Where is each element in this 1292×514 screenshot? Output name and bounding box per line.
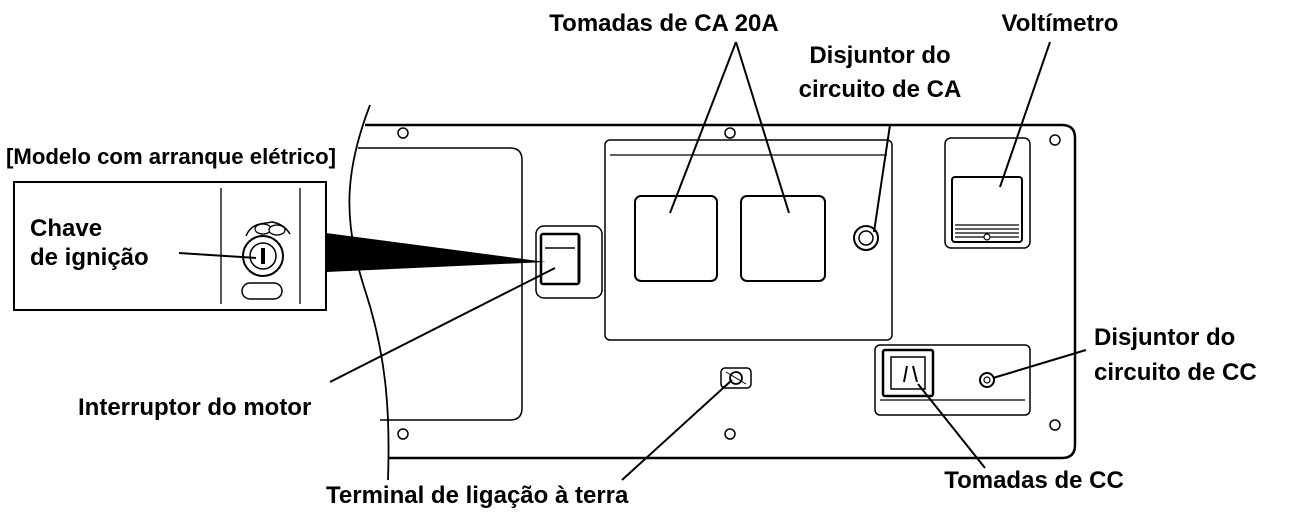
label-voltmeter: Voltímetro (1002, 10, 1119, 37)
label-dc-outlets: Tomadas de CC (944, 467, 1124, 494)
screw (724, 428, 736, 440)
label-engine-switch: Interruptor do motor (78, 394, 311, 421)
label-dc-breaker: Disjuntor do (1094, 324, 1235, 351)
label-ground-terminal: Terminal de ligação à terra (326, 482, 629, 509)
label-electric-start-model: [Modelo com arranque elétrico] (6, 144, 336, 169)
engine-switch (539, 232, 581, 286)
label-ac-breaker-2: circuito de CA (799, 76, 962, 103)
label-dc-breaker-2: circuito de CC (1094, 359, 1257, 386)
voltmeter-face (951, 176, 1023, 243)
ac-outlet-right (740, 195, 826, 282)
label-ac-breaker: Disjuntor do (809, 42, 950, 69)
panel-outline (365, 123, 1077, 460)
label-ignition-key: Chave (30, 215, 102, 242)
screw (397, 127, 409, 139)
screw (1049, 134, 1061, 146)
label-ac-outlets: Tomadas de CA 20A (549, 10, 778, 37)
ignition-key (241, 221, 291, 300)
screw (1049, 419, 1061, 431)
left-inner-section (358, 147, 523, 421)
inset-projection (326, 233, 546, 272)
ac-outlet-left (634, 195, 718, 282)
panel-break-edge (348, 104, 390, 481)
label-ignition-key-2: de ignição (30, 244, 149, 271)
screw (397, 428, 409, 440)
screw (724, 127, 736, 139)
